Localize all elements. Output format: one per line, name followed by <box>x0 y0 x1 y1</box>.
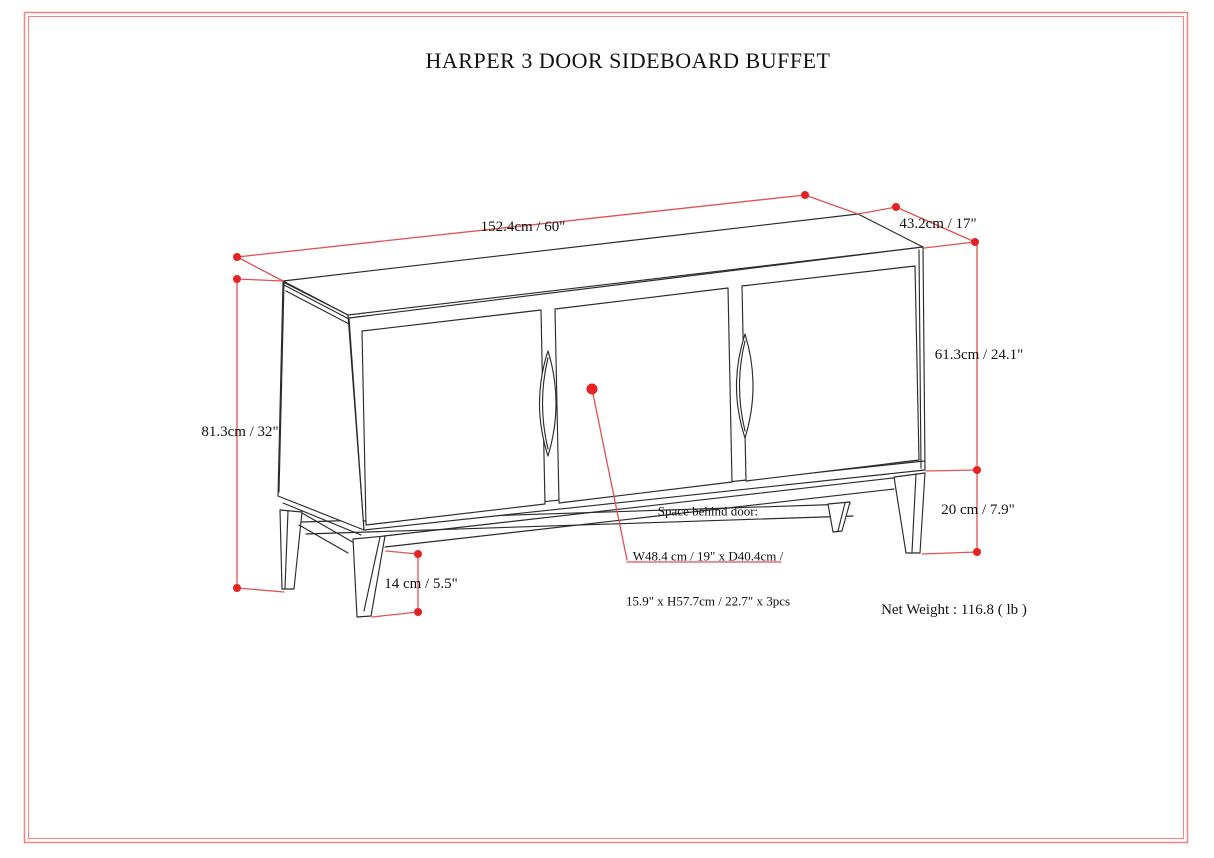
base-front-rail <box>383 477 894 537</box>
leg-front-right <box>893 472 926 554</box>
cabinet-linework <box>277 213 926 618</box>
page-title: HARPER 3 DOOR SIDEBOARD BUFFET <box>425 47 831 73</box>
door-handle-right <box>735 333 754 439</box>
leg-back-left <box>279 509 303 590</box>
dim-depth-label: 43.2cm / 17" <box>899 215 977 232</box>
leg-back-right <box>827 501 851 533</box>
space-behind-door-line2: W48.4 cm / 19" x D40.4cm / <box>632 548 784 564</box>
door-reference-dot <box>586 383 598 395</box>
base-left-rail <box>301 512 357 545</box>
space-behind-door-note: Space behind door: W48.4 cm / 19" x D40.… <box>626 474 790 639</box>
dim-line-depth <box>895 206 976 243</box>
net-weight-label: Net Weight : 116.8 ( lb ) <box>881 601 1027 618</box>
door-left <box>361 309 546 526</box>
dimension-dots <box>233 191 981 616</box>
dim-overall-height-label: 81.3cm / 32" <box>201 423 279 440</box>
dim-door-height-label: 61.3cm / 24.1" <box>934 346 1024 363</box>
page-border <box>23 11 1189 844</box>
dim-base-height-left-label: 14 cm / 5.5" <box>384 575 458 592</box>
dim-line-width <box>236 194 806 258</box>
space-behind-door-line3: 15.9" x H57.7cm / 22.7" x 3pcs <box>625 593 791 609</box>
dimension-lines <box>236 194 978 618</box>
space-behind-door-line1: Space behind door: <box>657 503 759 519</box>
leg-front-left <box>352 535 386 618</box>
dim-base-height-right-label: 20 cm / 7.9" <box>941 501 1015 518</box>
door-middle <box>554 287 733 504</box>
dim-width-label: 152.4cm / 60" <box>480 218 566 235</box>
door-right <box>741 265 920 482</box>
leader-space-behind-door <box>591 388 628 561</box>
door-handle-middle <box>538 350 557 457</box>
